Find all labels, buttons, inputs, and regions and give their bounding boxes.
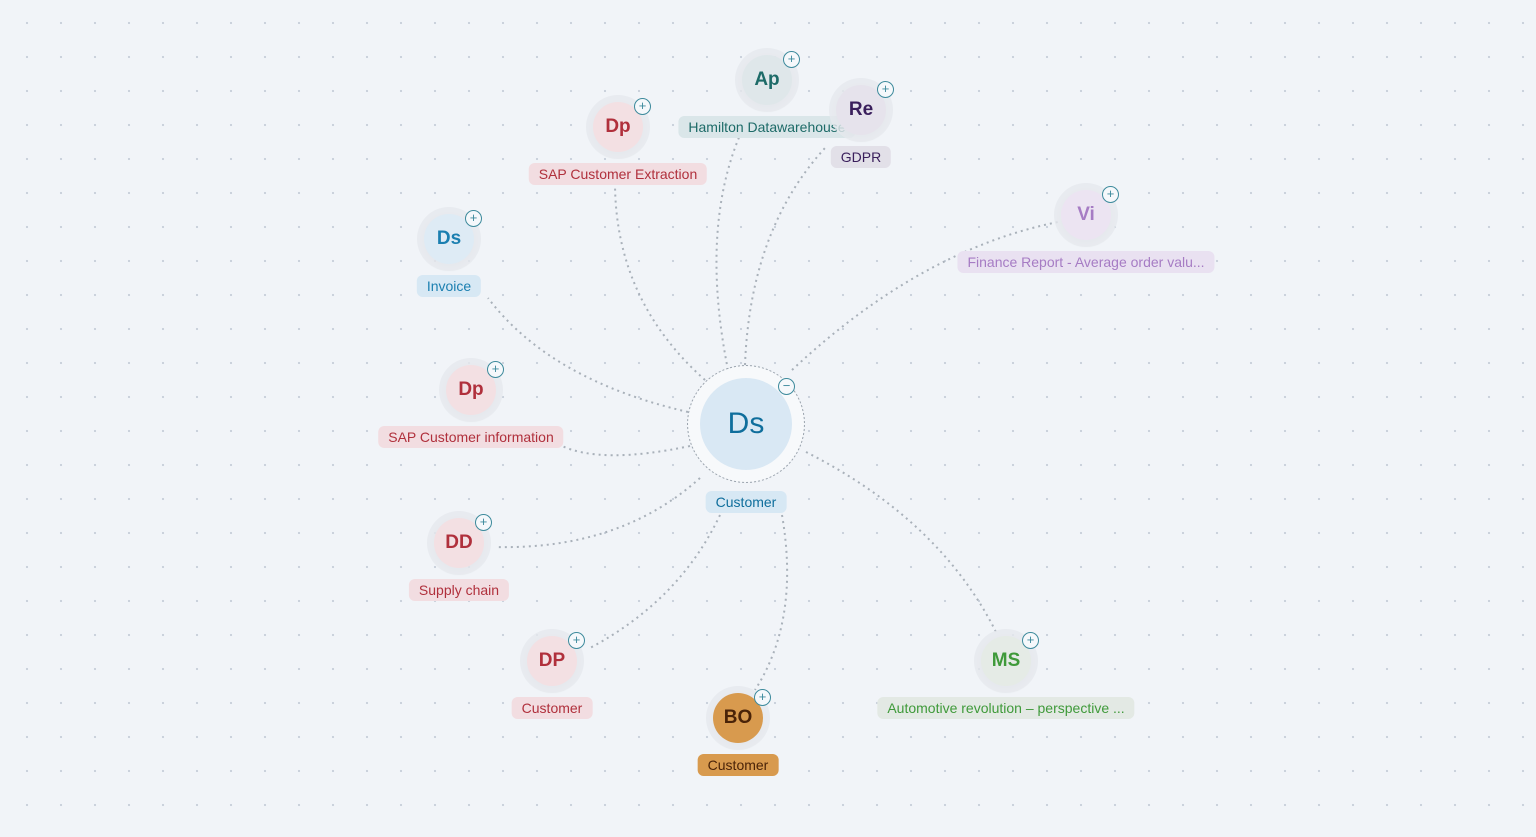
expand-icon[interactable]: + <box>465 210 482 227</box>
edge-re <box>744 147 826 366</box>
node-label[interactable]: Hamilton Datawarehouse <box>678 116 856 138</box>
edge-vi <box>791 221 1059 371</box>
edge-invoice <box>487 297 689 413</box>
node-label[interactable]: Customer <box>705 491 787 513</box>
node-label[interactable]: Invoice <box>416 275 482 297</box>
node-label[interactable]: SAP Customer information <box>378 426 564 448</box>
expand-icon[interactable]: + <box>487 361 504 378</box>
expand-icon[interactable]: + <box>783 51 800 68</box>
edge-dp-extraction <box>614 181 706 381</box>
expand-icon[interactable]: + <box>1022 632 1039 649</box>
node-label[interactable]: GDPR <box>830 146 892 168</box>
node-label[interactable]: Customer <box>697 754 779 776</box>
expand-icon[interactable]: + <box>754 689 771 706</box>
edge-dd <box>494 477 701 549</box>
edge-bo <box>754 514 789 691</box>
node-label[interactable]: SAP Customer Extraction <box>528 163 708 185</box>
node-label[interactable]: Finance Report - Average order valu... <box>957 251 1215 273</box>
node-avatar[interactable]: Ds <box>700 378 792 470</box>
collapse-icon[interactable]: − <box>778 378 795 395</box>
expand-icon[interactable]: + <box>877 81 894 98</box>
expand-icon[interactable]: + <box>475 514 492 531</box>
edge-dp-info <box>559 444 691 457</box>
node-avatar[interactable]: BO <box>713 693 763 743</box>
edge-dp-customer <box>589 514 721 649</box>
expand-icon[interactable]: + <box>634 98 651 115</box>
node-label[interactable]: Automotive revolution – perspective ... <box>877 697 1135 719</box>
expand-icon[interactable]: + <box>568 632 585 649</box>
selection-ring <box>687 365 805 483</box>
node-avatar[interactable]: DD <box>434 518 484 568</box>
edge-ms <box>805 451 997 633</box>
edge-ap <box>715 134 741 371</box>
node-label[interactable]: Supply chain <box>408 579 510 601</box>
node-avatar[interactable]: Dp <box>593 102 643 152</box>
expand-icon[interactable]: + <box>1102 186 1119 203</box>
node-label[interactable]: Customer <box>511 697 593 719</box>
node-avatar[interactable]: Ap <box>742 55 792 105</box>
